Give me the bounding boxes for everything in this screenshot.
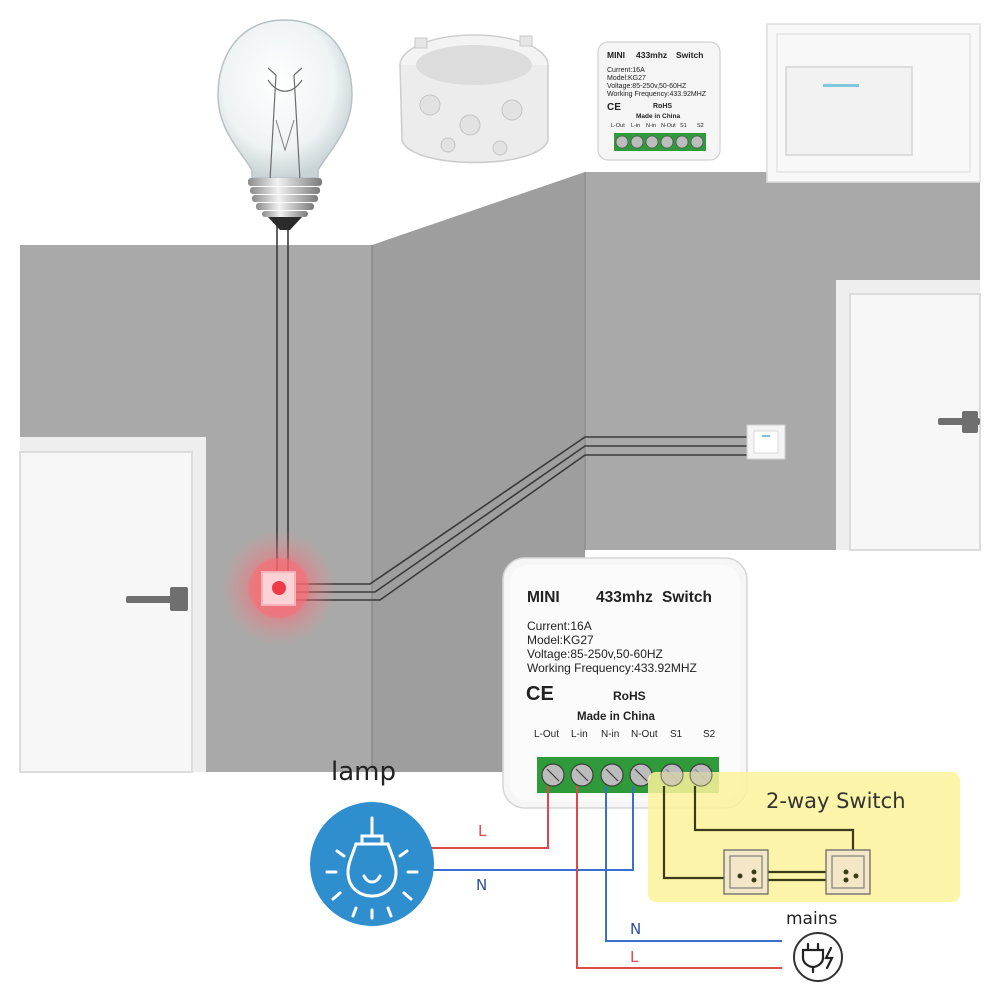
module-made-in: Made in China [577,711,656,723]
svg-text:N-in: N-in [646,123,656,129]
module-title-switch: Switch [662,589,712,606]
module-product-image: MINI 433mhz Switch Current:16A Model:KG2… [597,41,721,161]
power-wiring [430,786,782,969]
terminal-label-n-in: N-in [601,729,619,740]
wire-label-l-lamp: L [478,822,487,840]
svg-text:433mhz: 433mhz [636,50,667,60]
module-title-frequency: 433mhz [596,589,653,606]
terminal-label-s1: S1 [670,729,683,740]
svg-text:L-in: L-in [631,123,640,129]
two-way-switch-b [825,849,871,895]
two-way-switch-label: 2-way Switch [766,789,906,813]
wall-switch-small [746,424,786,460]
door-handle-icon [126,587,188,611]
right-door [836,280,981,551]
module-voltage: Voltage:85-250v,50-60HZ [527,647,663,661]
svg-text:MINI: MINI [607,50,625,60]
svg-text:S1: S1 [680,123,687,129]
left-door [19,437,206,773]
terminal-label-l-out: L-Out [534,729,559,740]
mains-label: mains [786,909,837,929]
module-current: Current:16A [527,619,592,633]
plug-icon [793,932,843,982]
light-bulb-icon [217,19,353,230]
svg-text:Switch: Switch [676,50,703,60]
wire-label-n-lamp: N [476,876,487,894]
terminal-label-l-in: L-in [571,729,588,740]
module-location-indicator [221,530,337,646]
svg-text:Current:16A: Current:16A [607,67,645,74]
wall-switch-icon [766,23,981,183]
ce-mark-icon: CE [526,683,554,705]
terminal-label-n-out: N-Out [631,729,658,740]
svg-text:RoHS: RoHS [653,103,672,110]
svg-text:Working Frequency:433.92MHZ: Working Frequency:433.92MHZ [607,91,707,98]
two-way-switch-a [723,849,769,895]
svg-text:Voltage:85-250v,50-60HZ: Voltage:85-250v,50-60HZ [607,83,687,90]
junction-box-icon [399,34,549,164]
wire-label-l-mains: L [630,948,639,966]
terminal-label-s2: S2 [703,729,716,740]
svg-text:L-Out: L-Out [611,123,625,129]
terminal-labels: L-Out L-in N-in N-Out S1 S2 [534,729,716,740]
svg-text:Made in China: Made in China [636,113,680,120]
module-model: Model:KG27 [527,633,594,647]
lamp-label: lamp [331,757,396,787]
svg-text:S2: S2 [697,123,704,129]
module-frequency: Working Frequency:433.92MHZ [527,661,697,675]
svg-text:Model:KG27: Model:KG27 [607,75,646,82]
mini-switch-module: MINI 433mhz Switch Current:16A Model:KG2… [502,557,748,809]
door-handle-icon [938,411,980,433]
module-title-mini: MINI [527,589,560,606]
module-rohs: RoHS [613,689,646,703]
lamp-icon [310,802,434,926]
svg-text:N-Out: N-Out [661,123,676,129]
svg-text:CE: CE [607,102,621,113]
wire-label-n-mains: N [630,920,641,938]
